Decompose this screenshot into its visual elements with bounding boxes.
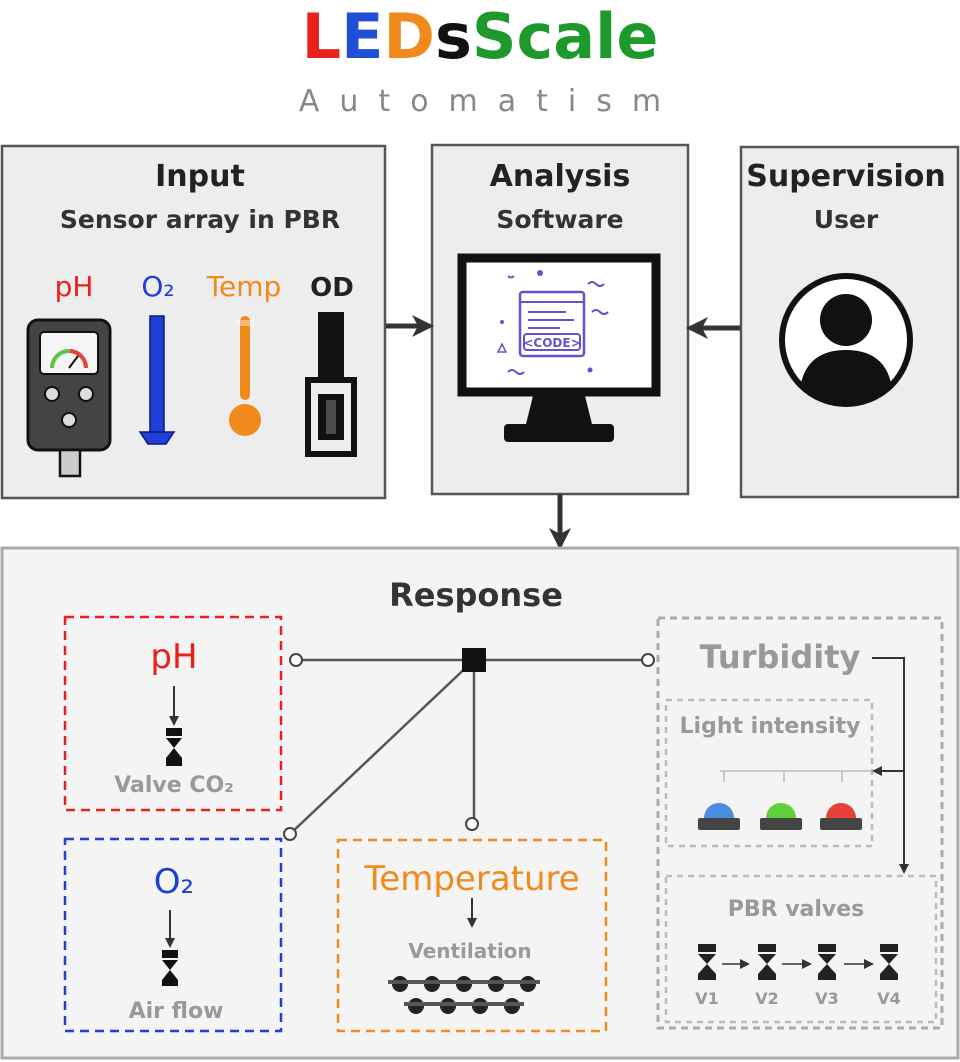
air-valve-icon [162,950,178,986]
analysis-title: Analysis [490,159,631,194]
valve-v2-label: V2 [755,989,779,1008]
temperature-response-label: Temperature [363,859,579,899]
logo-letter-s: s [435,0,472,73]
sensor-label-o2: O₂ [141,270,174,303]
turbidity-to-pbr-arrow [872,657,909,874]
logo-word-scale: Scale [472,0,659,73]
valve-v4-icon [880,944,898,980]
logo: LEDsScale Automatism [299,0,681,119]
valve-v3-icon [818,944,836,980]
o2-actuator-label: Air flow [129,999,224,1024]
led-green-icon [760,803,802,830]
pbr-valves-box [664,874,938,1024]
logo-letter-e: E [341,0,383,73]
co2-valve-icon [166,728,182,766]
input-title: Input [155,159,245,194]
od-sensor-icon [305,312,357,457]
response-hub [283,648,655,841]
supervision-panel: Supervision User [739,145,960,499]
input-subtitle: Sensor array in PBR [60,205,340,234]
pbr-valves-label: PBR valves [728,897,865,922]
response-title: Response [389,576,563,614]
ph-response-label: pH [150,637,197,677]
fan-array-icon [388,976,540,1014]
valve-v3-label: V3 [815,989,839,1008]
thermometer-icon [229,316,261,436]
logo-letter-d: D [383,0,434,73]
supervision-title: Supervision [746,159,946,194]
light-intensity-label: Light intensity [680,714,861,739]
logo-subtitle: Automatism [299,84,681,119]
logo-letter-l: L [302,0,342,73]
turbidity-response-box: Turbidity Light intensity PBR valves [656,616,944,1030]
valve-v1-label: V1 [695,989,719,1008]
valve-v4-label: V4 [877,989,901,1008]
code-label: <CODE> [523,336,580,350]
o2-response-box: O₂ Air flow [63,837,283,1033]
response-panel-box [0,546,960,1060]
valve-v1-icon [698,944,716,980]
led-red-icon [820,803,862,830]
ph-response-box: pH Valve CO₂ [63,615,283,812]
turbidity-label: Turbidity [700,638,861,676]
temperature-actuator-label: Ventilation [408,939,531,963]
sensor-label-od: OD [310,273,354,303]
response-panel: Response pH Valve CO₂ O₂ Air flow [0,546,960,1060]
sensor-label-ph: pH [55,270,94,303]
logo-text: LEDsScale [302,0,659,73]
supervision-subtitle: User [814,205,879,234]
ph-actuator-label: Valve CO₂ [114,773,234,798]
code-window-icon: <CODE> [496,270,609,375]
oxygen-probe-icon [138,315,176,445]
analysis-panel: Analysis Software <CODE> [430,143,690,496]
sensor-label-temp: Temp [206,270,282,303]
input-panel: Input Sensor array in PBR pH O₂ Temp OD [0,144,387,500]
user-avatar-icon [779,273,913,407]
led-blue-icon [698,803,740,830]
hub-node [462,648,486,672]
o2-response-label: O₂ [154,862,194,902]
ph-meter-icon [26,318,112,478]
temperature-response-box: Temperature Ventilation [336,838,608,1033]
analysis-subtitle: Software [496,205,623,234]
valve-v2-icon [758,944,776,980]
